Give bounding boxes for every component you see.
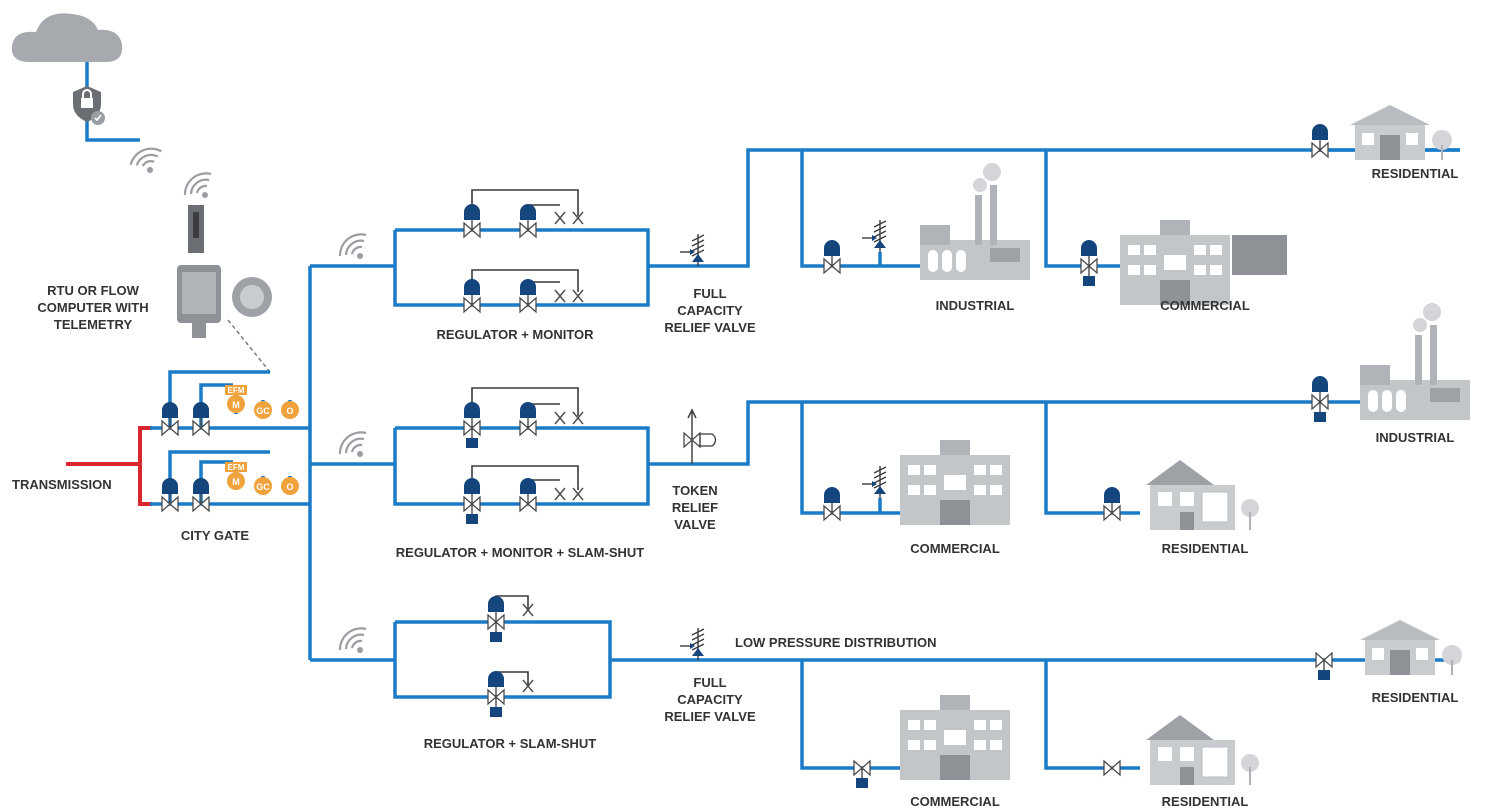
wifi-icon — [338, 233, 368, 261]
svg-text:GC: GC — [256, 482, 270, 492]
wifi-icon — [128, 142, 163, 176]
industrial-building-icon — [1360, 303, 1470, 420]
regulator-monitor-station — [393, 148, 1460, 312]
commercial-building-icon — [1120, 220, 1230, 305]
wifi-icon — [338, 627, 368, 655]
rtu-label: RTU OR FLOW COMPUTER WITH TELEMETRY — [37, 283, 149, 332]
regulator-slam-station — [393, 595, 1460, 717]
full-capacity-relief-label: FULL CAPACITY RELIEF VALVE — [664, 675, 756, 724]
city-gate-label: CITY GATE — [180, 528, 250, 543]
commercial-building-icon — [900, 695, 1010, 780]
branch-1 — [800, 124, 1460, 286]
regulator-monitor-label: REGULATOR + MONITOR — [436, 327, 594, 342]
commercial-building-icon — [900, 440, 1010, 525]
transmission-label: TRANSMISSION — [12, 477, 112, 492]
svg-text:M: M — [232, 400, 240, 410]
residential-label: RESIDENTIAL — [1161, 541, 1249, 556]
residential-label: RESIDENTIAL — [1161, 794, 1249, 809]
residential-house-icon — [1145, 714, 1260, 786]
rtu-device-icon — [177, 205, 272, 338]
industrial-building-icon — [920, 163, 1030, 280]
svg-text:O: O — [286, 406, 293, 416]
main-trunk — [308, 264, 395, 662]
low-pressure-label: LOW PRESSURE DISTRIBUTION — [735, 635, 937, 650]
svg-text:M: M — [232, 477, 240, 487]
rtu-link — [227, 319, 271, 373]
svg-text:EFM: EFM — [228, 386, 245, 395]
full-capacity-relief-label: FULL CAPACITY RELIEF VALVE — [664, 286, 756, 335]
efm-meter-top: EFM M — [225, 385, 247, 413]
transmission-line — [66, 426, 152, 506]
efm-meter-bottom: EFM M — [225, 462, 247, 490]
residential-house-icon — [1360, 620, 1462, 675]
regulator-monitor-slam-station — [393, 387, 1460, 524]
lock-shield-icon — [73, 86, 105, 125]
commercial-label: COMMERCIAL — [910, 794, 1000, 809]
regulator-monitor-slam-label: REGULATOR + MONITOR + SLAM-SHUT — [395, 545, 645, 560]
residential-label: RESIDENTIAL — [1371, 166, 1459, 181]
branch-3 — [800, 653, 1332, 788]
commercial-label: COMMERCIAL — [910, 541, 1000, 556]
gc-meter-bottom: GC — [254, 477, 272, 495]
residential-label: RESIDENTIAL — [1371, 690, 1459, 705]
cloud-icon — [11, 13, 123, 63]
regulator-slam-label: REGULATOR + SLAM-SHUT — [423, 736, 597, 751]
wifi-icon — [338, 431, 368, 459]
svg-text:GC: GC — [256, 406, 270, 416]
token-relief-label: TOKEN RELIEF VALVE — [671, 483, 719, 532]
o-meter-top: O — [281, 401, 299, 419]
o-meter-bottom: O — [281, 477, 299, 495]
svg-text:EFM: EFM — [228, 463, 245, 472]
residential-house-icon — [1145, 459, 1260, 531]
commercial-label: COMMERCIAL — [1160, 298, 1250, 313]
svg-text:O: O — [286, 482, 293, 492]
commercial-annex-icon — [1232, 235, 1287, 275]
industrial-label: INDUSTRIAL — [935, 298, 1015, 313]
gc-meter-top: GC — [254, 401, 272, 419]
branch-2 — [800, 376, 1328, 520]
industrial-label: INDUSTRIAL — [1375, 430, 1455, 445]
wifi-icon — [183, 172, 213, 200]
